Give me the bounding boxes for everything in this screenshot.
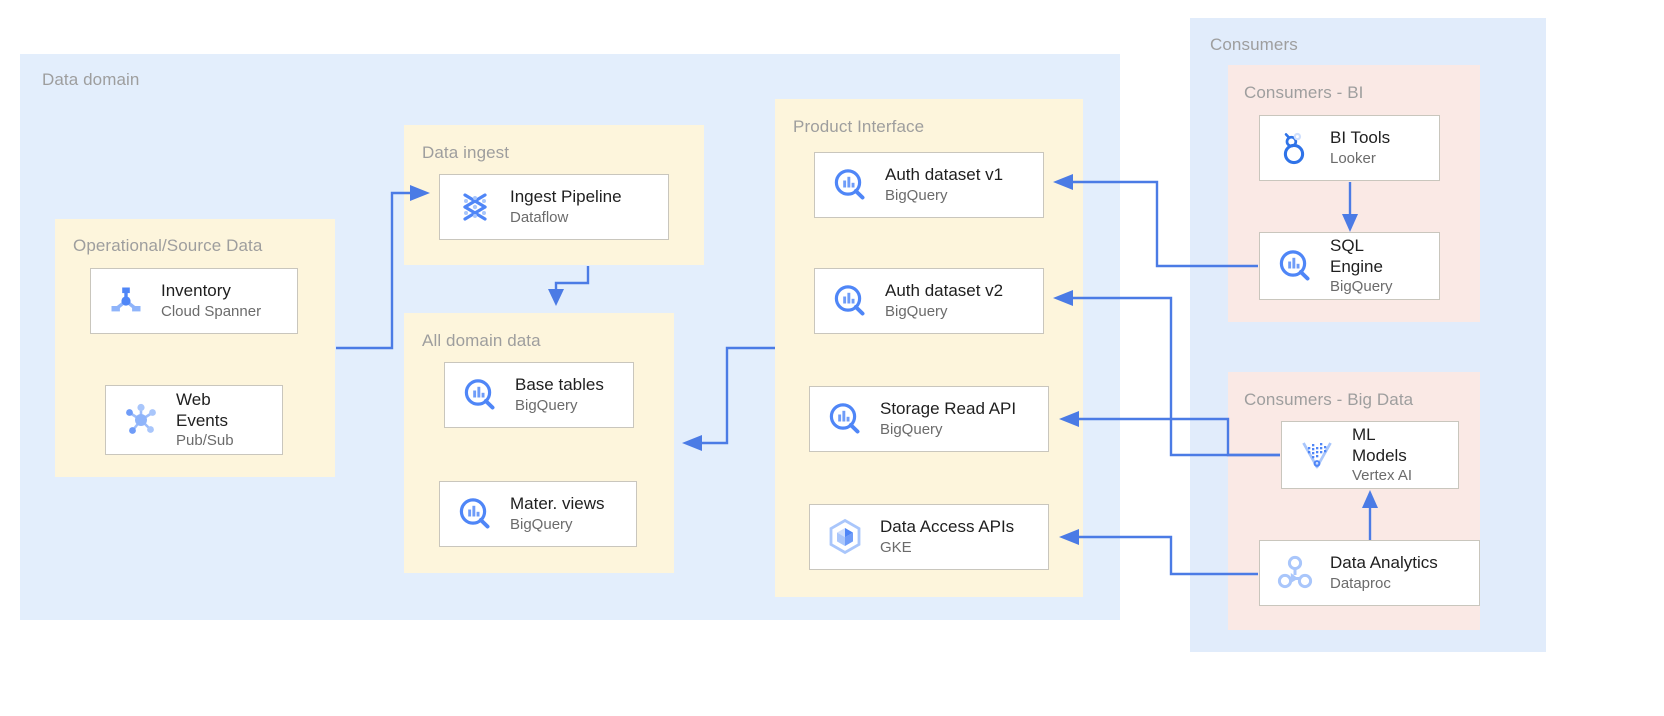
group-label-data-ingest: Data ingest: [422, 143, 510, 162]
bigquery-icon: [827, 278, 873, 324]
node-title: SQL Engine: [1330, 236, 1383, 276]
bigquery-icon: [452, 491, 498, 537]
node-title: Ingest Pipeline: [510, 187, 622, 207]
looker-icon: [1272, 125, 1318, 171]
node-data-access-apis[interactable]: Data Access APIs GKE: [809, 504, 1049, 570]
vertex-ai-icon: [1294, 432, 1340, 478]
group-label-data-domain: Data domain: [42, 70, 140, 89]
group-label-product-interface: Product Interface: [793, 117, 925, 136]
node-ingest-pipeline[interactable]: Ingest Pipeline Dataflow: [439, 174, 669, 240]
node-title: Auth dataset v2: [885, 281, 1004, 301]
node-text: Web Events Pub/Sub: [176, 390, 272, 449]
node-text: Data Access APIs GKE: [880, 517, 1038, 556]
dataflow-icon: [452, 184, 498, 230]
group-label-consumers: Consumers: [1210, 35, 1298, 54]
node-subtitle: Cloud Spanner: [161, 302, 262, 320]
node-subtitle: BigQuery: [515, 396, 578, 414]
group-label-consumers-bi: Consumers - BI: [1244, 83, 1364, 102]
node-inventory[interactable]: Inventory Cloud Spanner: [90, 268, 298, 334]
dataproc-icon: [1272, 550, 1318, 596]
node-subtitle: Dataproc: [1330, 574, 1391, 592]
node-subtitle: BigQuery: [885, 186, 948, 204]
cloud-spanner-icon: [103, 278, 149, 324]
gke-icon: [822, 514, 868, 560]
node-bi-tools[interactable]: BI Tools Looker: [1259, 115, 1440, 181]
node-text: BI Tools Looker: [1330, 128, 1429, 167]
node-auth-dataset-v1[interactable]: Auth dataset v1 BigQuery: [814, 152, 1044, 218]
node-text: ML Models Vertex AI: [1352, 425, 1448, 484]
node-text: Ingest Pipeline Dataflow: [510, 187, 658, 226]
node-data-analytics[interactable]: Data Analytics Dataproc: [1259, 540, 1480, 606]
node-subtitle: BigQuery: [885, 302, 948, 320]
node-materialized-views[interactable]: Mater. views BigQuery: [439, 481, 637, 547]
node-text: SQL Engine BigQuery: [1330, 236, 1429, 295]
node-subtitle: Dataflow: [510, 208, 569, 226]
group-label-operational-source-data: Operational/Source Data: [73, 236, 263, 255]
node-text: Base tables BigQuery: [515, 375, 623, 414]
node-text: Inventory Cloud Spanner: [161, 281, 287, 320]
node-text: Data Analytics Dataproc: [1330, 553, 1469, 592]
pubsub-icon: [118, 397, 164, 443]
node-title: Storage Read API: [880, 399, 1017, 419]
node-subtitle: BigQuery: [510, 515, 573, 533]
node-text: Mater. views BigQuery: [510, 494, 626, 533]
node-subtitle: Looker: [1330, 149, 1376, 167]
node-text: Storage Read API BigQuery: [880, 399, 1038, 438]
node-subtitle: GKE: [880, 538, 912, 556]
node-title: Mater. views: [510, 494, 605, 514]
bigquery-icon: [1272, 243, 1318, 289]
node-subtitle: Pub/Sub: [176, 431, 234, 449]
bigquery-icon: [822, 396, 868, 442]
node-title: BI Tools: [1330, 128, 1391, 148]
node-subtitle: BigQuery: [880, 420, 943, 438]
node-title: ML Models: [1352, 425, 1407, 465]
bigquery-icon: [457, 372, 503, 418]
node-title: Inventory: [161, 281, 231, 301]
node-title: Web Events: [176, 390, 228, 430]
node-text: Auth dataset v2 BigQuery: [885, 281, 1033, 320]
group-label-consumers-big-data: Consumers - Big Data: [1244, 390, 1414, 409]
node-text: Auth dataset v1 BigQuery: [885, 165, 1033, 204]
node-title: Auth dataset v1: [885, 165, 1004, 185]
node-auth-dataset-v2[interactable]: Auth dataset v2 BigQuery: [814, 268, 1044, 334]
node-subtitle: BigQuery: [1330, 277, 1393, 295]
node-base-tables[interactable]: Base tables BigQuery: [444, 362, 634, 428]
node-title: Data Access APIs: [880, 517, 1015, 537]
node-title: Data Analytics: [1330, 553, 1438, 573]
node-storage-read-api[interactable]: Storage Read API BigQuery: [809, 386, 1049, 452]
group-label-all-domain-data: All domain data: [422, 331, 541, 350]
node-sql-engine[interactable]: SQL Engine BigQuery: [1259, 232, 1440, 300]
node-ml-models[interactable]: ML Models Vertex AI: [1281, 421, 1459, 489]
node-subtitle: Vertex AI: [1352, 466, 1413, 484]
bigquery-icon: [827, 162, 873, 208]
node-title: Base tables: [515, 375, 604, 395]
node-web-events[interactable]: Web Events Pub/Sub: [105, 385, 283, 455]
